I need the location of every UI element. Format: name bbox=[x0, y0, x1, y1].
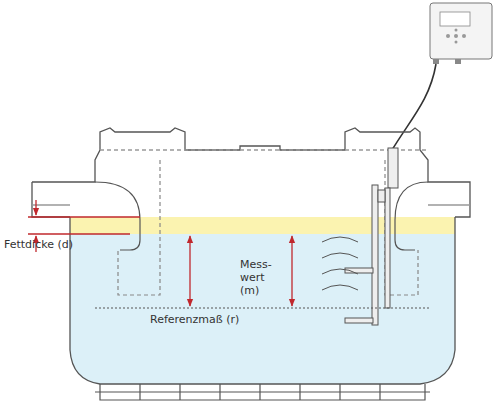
cable bbox=[392, 64, 436, 150]
grease-layer bbox=[70, 217, 455, 234]
base-pallet bbox=[95, 384, 430, 400]
dimension-label: Fettdicke (d) bbox=[4, 238, 73, 251]
reference-line bbox=[95, 308, 430, 309]
controller-box bbox=[430, 3, 492, 64]
dimension-label: Mess- wert (m) bbox=[240, 258, 284, 297]
reference-label: Referenzmaß (r) bbox=[150, 313, 239, 326]
water bbox=[70, 217, 455, 384]
sensor-waves bbox=[322, 237, 358, 290]
tank-outline bbox=[32, 128, 470, 384]
sensor bbox=[345, 148, 398, 325]
dimension-lines bbox=[28, 200, 292, 306]
